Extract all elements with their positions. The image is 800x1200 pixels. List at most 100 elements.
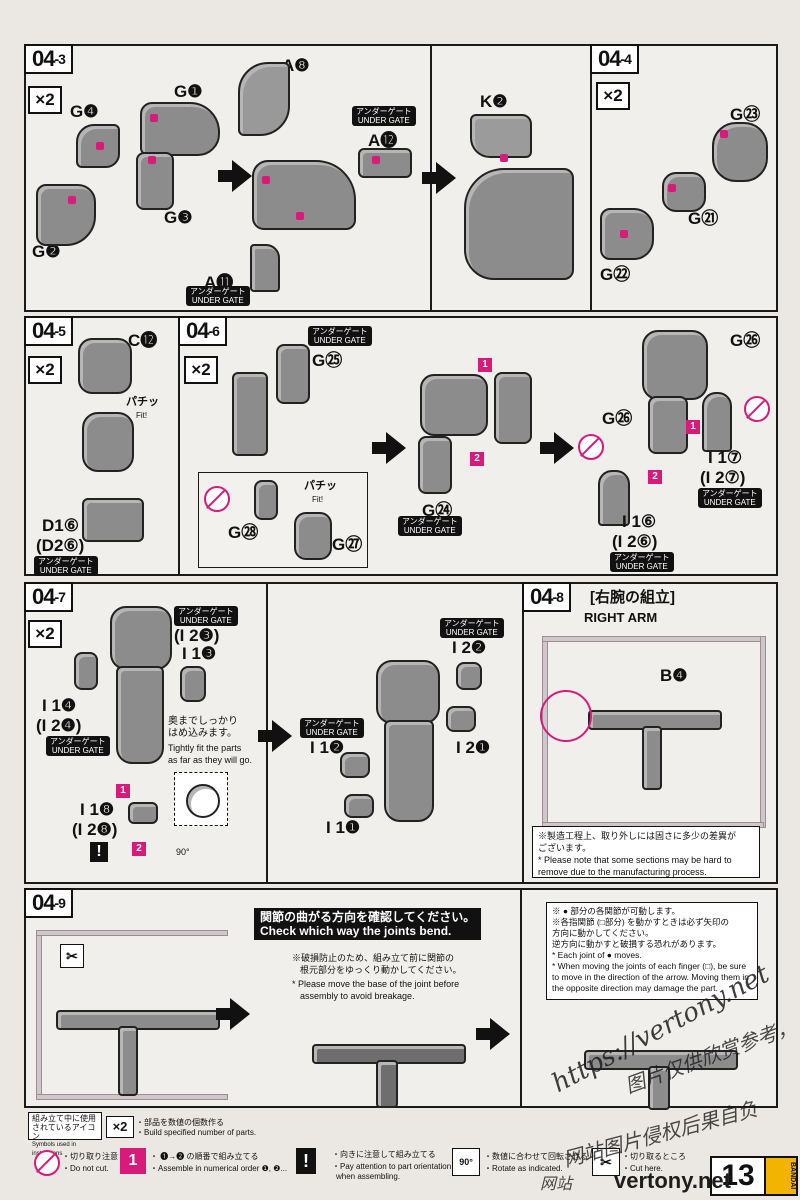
step-04-5-badge: 04-5 xyxy=(24,316,73,346)
joint-marker xyxy=(500,154,508,162)
part-g27 xyxy=(294,512,332,560)
part-label: G❹ xyxy=(70,102,99,121)
step-04-6-badge: 04-6 xyxy=(178,316,227,346)
detail-box xyxy=(198,472,368,568)
joint-marker xyxy=(620,230,628,238)
part-i14 xyxy=(74,652,98,690)
part-assembly-04-4a xyxy=(464,168,574,280)
part-i17 xyxy=(702,392,732,452)
count-badge: ×2 xyxy=(184,356,218,384)
no-cut-icon xyxy=(578,434,604,460)
part-label: G㉗ xyxy=(332,535,363,554)
part-forearm-04-7b xyxy=(384,720,434,822)
part-label: B❹ xyxy=(660,666,688,685)
part-d1 xyxy=(82,498,144,542)
step-04-7-badge: 04-7 xyxy=(24,582,73,612)
watermark-footer: vertony.net xyxy=(614,1168,731,1193)
joint-marker xyxy=(372,156,380,164)
part-label: I 1❹ xyxy=(42,696,77,715)
part-forearm-04-6 xyxy=(648,396,688,454)
part-i13 xyxy=(180,666,206,702)
part-g21 xyxy=(662,172,706,212)
legend-title: 組み立て中に使用 されているアイコン Symbols used in instr… xyxy=(28,1112,102,1157)
part-label: I 1❷ xyxy=(310,738,345,757)
next-arrow xyxy=(372,432,406,464)
legend-cut-icon: ✂ xyxy=(592,1148,620,1176)
legend-orientation-icon: ! xyxy=(296,1148,316,1174)
legend-orient-en: ・Pay attention to part orientation xyxy=(332,1162,452,1171)
step-04-4-badge: 04-4 xyxy=(590,44,639,74)
joint-marker xyxy=(68,196,76,204)
section-title-en: RIGHT ARM xyxy=(584,610,658,625)
step-order-1: 1 xyxy=(116,784,130,798)
part-hand-joint-fingers xyxy=(376,1060,398,1108)
step-04-3-badge: 04-3 xyxy=(24,44,73,74)
part-b4-fingers xyxy=(642,726,662,790)
step-order-2: 2 xyxy=(648,470,662,484)
next-arrow xyxy=(422,162,456,194)
legend-rotate-jp: ・数値に合わせて回転させる xyxy=(484,1152,588,1161)
sprue-frame xyxy=(760,636,766,828)
sprue-frame xyxy=(36,930,42,1100)
next-arrow xyxy=(258,720,292,752)
note-box: ※製造工程上、取り外しには固さに多少の差異が ございます。 * Please n… xyxy=(532,826,760,878)
part-i12 xyxy=(340,752,370,778)
part-label: I 1⑦ xyxy=(708,448,743,467)
part-a11 xyxy=(250,244,280,292)
part-label: (I 2❹) xyxy=(36,716,82,735)
tip-text-en: Tightly fit the parts xyxy=(168,743,242,753)
caution-text-jp: ※破損防止のため、組み立て前に関節の xyxy=(292,953,455,963)
part-upper-arm-04-7b xyxy=(376,660,440,724)
part-forearm-04-7 xyxy=(116,666,164,764)
cut-here-icon: ✂ xyxy=(60,944,84,968)
sprue-frame xyxy=(36,930,228,936)
joint-marker xyxy=(96,142,104,150)
caution-text-en: * Please move the base of the joint befo… xyxy=(292,979,460,989)
part-label: K❷ xyxy=(480,92,508,111)
joint-marker xyxy=(148,156,156,164)
part-g28 xyxy=(254,480,278,520)
tip-text-jp: はめ込みます。 xyxy=(168,728,237,739)
legend-rotate-icon: 90° xyxy=(452,1148,480,1176)
part-g1 xyxy=(140,102,220,156)
part-label: G㉒ xyxy=(600,265,631,284)
count-badge: ×2 xyxy=(28,356,62,384)
legend-x2-jp: ・部品を数値の個数作る xyxy=(136,1118,224,1127)
fit-label-en: Fit! xyxy=(312,495,324,504)
legend-x2-icon: ×2 xyxy=(106,1116,134,1138)
part-k2 xyxy=(470,114,532,158)
part-g25 xyxy=(276,344,310,404)
legend-cut-en: ・Cut here. xyxy=(622,1164,663,1173)
step-order-1: 1 xyxy=(686,420,700,434)
check-joint-title: 関節の曲がる方向を確認してください。 Check which way the j… xyxy=(254,908,482,940)
fit-label-en: Fit! xyxy=(136,411,148,420)
caution-text-en: assembly to avoid breakage. xyxy=(300,991,415,1001)
part-label: G㉖ xyxy=(602,409,633,428)
part-hand-fingers xyxy=(118,1026,138,1096)
part-i22 xyxy=(456,662,482,690)
legend-orient-en: when assembling. xyxy=(336,1172,401,1181)
tip-text-en: as far as they will go. xyxy=(168,755,253,765)
sprue-frame xyxy=(542,636,764,642)
part-assembly-04-6b xyxy=(494,372,532,444)
part-label: G㉕ xyxy=(312,351,343,370)
part-label: (I 2❸) xyxy=(174,626,220,645)
watermark-cn: 网站 xyxy=(540,1174,573,1193)
orientation-icon: ! xyxy=(90,842,108,862)
step-04-8-badge: 04-8 xyxy=(522,582,571,612)
count-badge: ×2 xyxy=(596,82,630,110)
part-g2 xyxy=(36,184,96,246)
step-04-9-badge: 04-9 xyxy=(24,888,73,918)
legend-order-en: ・Assemble in numerical order ❶, ❷... xyxy=(150,1164,288,1173)
legend-cut-jp: ・切り取るところ xyxy=(622,1152,686,1161)
legend-orient-jp: ・向きに注意して組み立てる xyxy=(332,1150,436,1159)
divider xyxy=(522,582,524,884)
